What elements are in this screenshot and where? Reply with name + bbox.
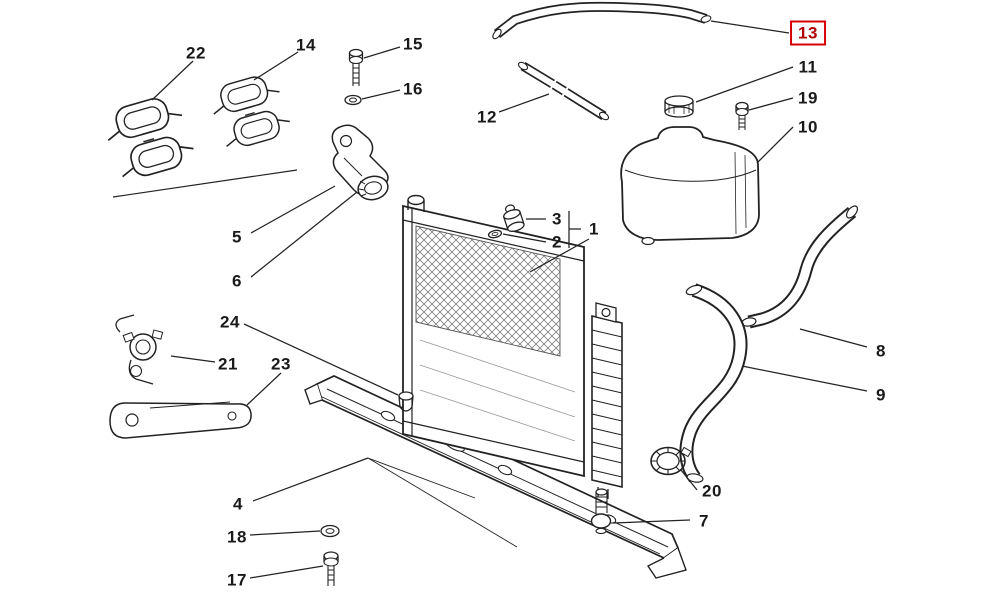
part-label-2[interactable]: 2 bbox=[552, 232, 562, 252]
part-label-13-highlighted[interactable]: 13 bbox=[790, 20, 826, 46]
small-hose-12-drawing bbox=[517, 61, 610, 121]
clamp-rod-line bbox=[112, 169, 298, 198]
part-label-16[interactable]: 16 bbox=[403, 79, 423, 99]
expansion-tank-drawing bbox=[620, 126, 760, 246]
part-label-20[interactable]: 20 bbox=[702, 481, 722, 501]
part-label-23[interactable]: 23 bbox=[271, 354, 291, 374]
part-label-7[interactable]: 7 bbox=[699, 511, 709, 531]
leader-lines bbox=[151, 20, 868, 579]
part-label-3[interactable]: 3 bbox=[552, 209, 562, 229]
part-label-9[interactable]: 9 bbox=[876, 385, 886, 405]
part-label-24[interactable]: 24 bbox=[220, 312, 240, 332]
part-label-6[interactable]: 6 bbox=[232, 271, 242, 291]
part-label-4[interactable]: 4 bbox=[233, 494, 243, 514]
part-label-21[interactable]: 21 bbox=[218, 354, 238, 374]
washer-18-drawing bbox=[320, 524, 340, 538]
part-label-15[interactable]: 15 bbox=[403, 34, 423, 54]
seal-ring-2-drawing bbox=[487, 229, 503, 239]
part-label-1[interactable]: 1 bbox=[589, 219, 599, 239]
overflow-hose-13-drawing bbox=[492, 1, 712, 40]
part-label-10[interactable]: 10 bbox=[798, 117, 818, 137]
washer-16-drawing bbox=[344, 94, 362, 106]
part-label-5[interactable]: 5 bbox=[232, 227, 242, 247]
part-label-19[interactable]: 19 bbox=[798, 88, 818, 108]
bracket-clamp-21-drawing bbox=[115, 314, 164, 385]
part-label-11[interactable]: 11 bbox=[798, 57, 818, 77]
bolt-17-drawing bbox=[323, 551, 339, 586]
grommet-6-drawing bbox=[357, 175, 389, 201]
part-label-12[interactable]: 12 bbox=[477, 107, 497, 127]
radiator-drawing bbox=[402, 194, 623, 499]
part-label-17[interactable]: 17 bbox=[227, 570, 247, 590]
clamp-pair-14-drawing bbox=[206, 69, 294, 153]
upper-hose-8-drawing bbox=[741, 205, 859, 329]
support-arm-23-drawing bbox=[109, 401, 252, 439]
part-label-8[interactable]: 8 bbox=[876, 341, 886, 361]
lower-hose-9-drawing bbox=[679, 283, 748, 483]
bolt-15-drawing bbox=[348, 48, 364, 86]
part-label-18[interactable]: 18 bbox=[227, 527, 247, 547]
drain-plug-7-drawing bbox=[590, 488, 612, 535]
part-label-14[interactable]: 14 bbox=[296, 35, 316, 55]
bolt-19-drawing bbox=[735, 101, 749, 130]
clamp-pair-22-drawing bbox=[99, 90, 198, 184]
hose-clamp-20-drawing bbox=[650, 446, 692, 476]
part-label-22[interactable]: 22 bbox=[186, 43, 206, 63]
sensor-3-drawing bbox=[503, 204, 525, 232]
tank-cap-11-drawing bbox=[664, 95, 694, 118]
mount-stud-24-drawing bbox=[398, 391, 414, 412]
